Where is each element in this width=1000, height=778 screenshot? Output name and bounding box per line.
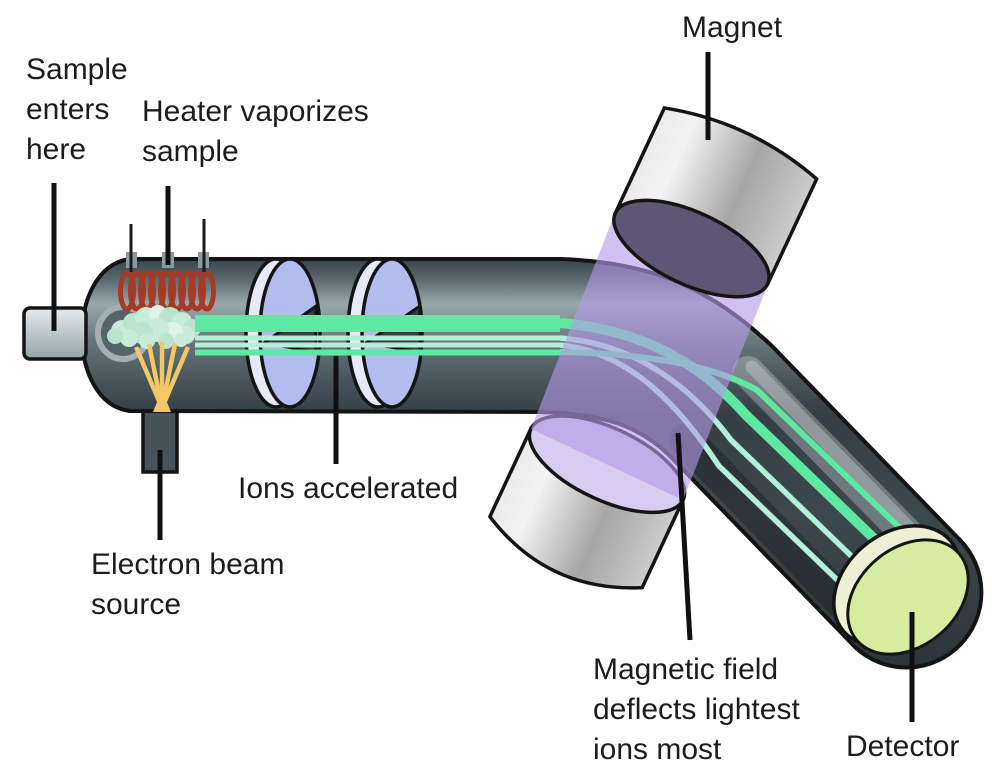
heater-coil bbox=[118, 270, 216, 312]
magnet-pole-lower-body bbox=[487, 426, 686, 590]
label-magnet: Magnet bbox=[682, 11, 783, 44]
label-magnetic-field: Magnetic field deflects lightest ions mo… bbox=[593, 653, 800, 766]
ion-beam-straight bbox=[195, 315, 560, 356]
heater-coil-leads bbox=[129, 219, 206, 272]
label-detector: Detector bbox=[846, 730, 960, 763]
accelerator-plate-1 bbox=[244, 257, 322, 409]
electron-beam bbox=[133, 342, 191, 412]
label-electron-source: Electron beam source bbox=[91, 548, 285, 621]
accelerator-plate-2 bbox=[346, 257, 424, 409]
pointer-magnetic-field bbox=[675, 432, 693, 641]
label-sample-inlet: Sample enters here bbox=[26, 53, 128, 166]
label-ions-accelerated: Ions accelerated bbox=[238, 472, 459, 505]
magnet-upper-face bbox=[612, 198, 771, 299]
detector-disc bbox=[832, 524, 970, 656]
magnet-upper bbox=[612, 105, 819, 299]
pointer-lines bbox=[51, 52, 915, 722]
detector-face bbox=[846, 538, 970, 656]
label-heater: Heater vaporizes sample bbox=[142, 95, 369, 168]
